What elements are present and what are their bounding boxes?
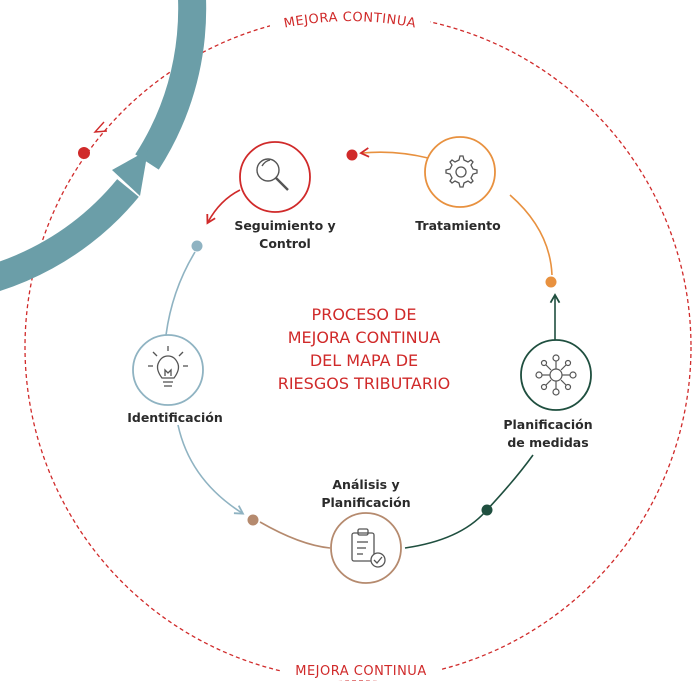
outer-label-bottom: MEJORA CONTINUA [295, 664, 426, 679]
step-planificacion-medidas: Planificación de medidas [503, 339, 593, 450]
step-identificacion-label: Identificación [127, 410, 223, 425]
step-planificacion-label-1: Planificación [503, 417, 592, 432]
step-seguimiento: Seguimiento y Control [234, 141, 336, 251]
connector-dot-orange [545, 276, 557, 288]
step-planificacion-label-2: de medidas [507, 435, 588, 450]
clipboard-check-icon [351, 528, 386, 568]
connector-dot-brown [247, 514, 259, 526]
step-analisis: Análisis y Planificación [321, 477, 411, 584]
connector-seguimiento-out [206, 189, 241, 225]
step-analisis-label-2: Planificación [321, 495, 410, 510]
outer-label-top: MEJORA CONTINUA [283, 10, 418, 31]
connector-planificacion-tratamiento [509, 194, 553, 276]
outer-improvement-cycle: MEJORA CONTINUA MEJORA CONTINUA [24, 10, 692, 681]
gear-icon [445, 155, 478, 188]
step-seguimiento-circle [239, 141, 311, 213]
center-title-line-2: MEJORA CONTINUA [288, 328, 441, 347]
step-identificacion: Identificación [127, 334, 223, 425]
center-title-line-4: RIESGOS TRIBUTARIO [278, 374, 451, 393]
center-title-line-3: DEL MAPA DE [310, 351, 418, 370]
teal-ring-arc [0, 0, 207, 291]
connector-analisis-planificacion [404, 454, 534, 549]
network-icon [535, 354, 577, 396]
connector-brown-to-analisis [259, 521, 331, 549]
step-planificacion-circle [520, 339, 592, 411]
connector-tratamiento-seguimiento [359, 147, 429, 159]
step-identificacion-circle [132, 334, 204, 406]
step-tratamiento-circle [424, 136, 496, 208]
center-title-line-1: PROCESO DE [312, 305, 417, 324]
step-tratamiento-label: Tratamiento [415, 218, 501, 233]
lightbulb-icon [148, 346, 188, 387]
center-title: PROCESO DE MEJORA CONTINUA DEL MAPA DE R… [278, 305, 451, 393]
connector-blue-to-identificacion [165, 251, 196, 336]
connector-dot-blue [191, 240, 203, 252]
step-seguimiento-label-1: Seguimiento y [234, 218, 335, 233]
connector-identificacion-analisis [177, 424, 245, 515]
step-connectors [165, 147, 561, 549]
connector-dot-green [481, 504, 493, 516]
outer-cycle-arrowhead [93, 121, 108, 133]
connector-dot-red-top [346, 149, 358, 161]
step-seguimiento-label-2: Control [259, 236, 311, 251]
step-analisis-label-1: Análisis y [332, 477, 399, 492]
magnifier-icon [256, 158, 289, 191]
step-tratamiento: Tratamiento [415, 136, 501, 233]
outer-cycle-dot [78, 147, 90, 159]
teal-ring-arrowhead [112, 150, 148, 196]
